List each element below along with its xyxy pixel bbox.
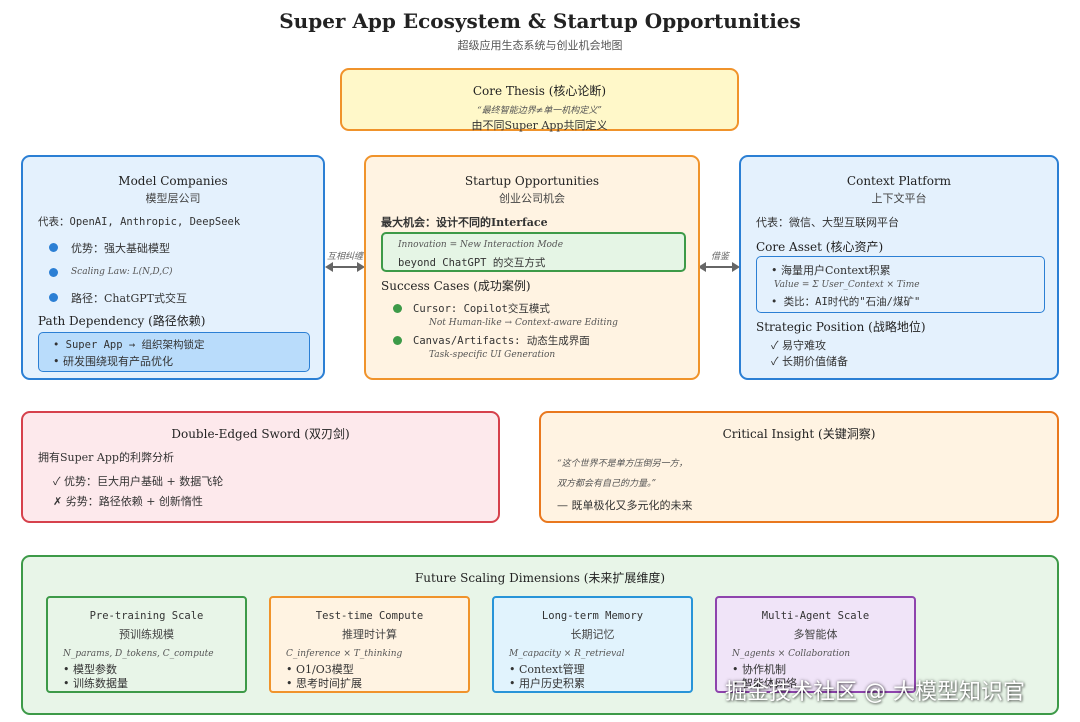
case-note: Not Human-like → Context-aware Editing bbox=[429, 318, 618, 328]
strategic-title: Strategic Position (战略地位) bbox=[756, 320, 926, 334]
future-card-item: • 智能体网络 bbox=[732, 677, 797, 690]
future-card-subtitle: 推理时计算 bbox=[342, 628, 397, 641]
future-card-title: Test-time Compute bbox=[315, 610, 424, 622]
case-name: Cursor: Copilot交互模式 bbox=[413, 303, 550, 315]
context-platform-title: Context Platform bbox=[846, 174, 952, 188]
path-item: • 研发围绕现有产品优化 bbox=[53, 355, 173, 368]
future-scaling-box: Future Scaling Dimensions (未来扩展维度) Pre-t… bbox=[21, 555, 1059, 715]
model-companies-reps: 代表：OpenAI, Anthropic, DeepSeek bbox=[38, 216, 241, 228]
context-platform-box: Context Platform 上下文平台 代表：微信、大型互联网平台 Cor… bbox=[739, 155, 1059, 380]
future-card-title: Pre-training Scale bbox=[89, 610, 204, 622]
bullet-dot-icon bbox=[49, 293, 58, 302]
future-card-multiagent: Multi-Agent Scale 多智能体 N_agents × Collab… bbox=[715, 596, 916, 693]
double-edged-title: Double-Edged Sword (双刃剑) bbox=[171, 427, 350, 441]
core-thesis-line: 由不同Super App共同定义 bbox=[471, 119, 608, 132]
model-companies-title: Model Companies bbox=[118, 174, 228, 188]
future-card-item: • 模型参数 bbox=[63, 663, 117, 676]
path-dependency-title: Path Dependency (路径依赖) bbox=[38, 314, 206, 328]
future-card-item: • Context管理 bbox=[509, 663, 585, 676]
arrow-label-right: 借鉴 bbox=[711, 252, 730, 262]
model-companies-subtitle: 模型层公司 bbox=[145, 192, 201, 205]
bidirectional-arrow-right bbox=[698, 262, 740, 272]
critical-insight-box: Critical Insight (关键洞察) “这个世界不是单方压倒另一方， … bbox=[539, 411, 1059, 523]
con-item: ✗ 劣势：路径依赖 + 创新惰性 bbox=[53, 495, 203, 508]
asset-item: • 海量用户Context积累 bbox=[771, 264, 891, 277]
model-item: 路径：ChatGPT式交互 bbox=[71, 292, 188, 305]
future-card-memory: Long-term Memory 长期记忆 M_capacity × R_ret… bbox=[492, 596, 693, 693]
future-card-item: • 训练数据量 bbox=[63, 677, 128, 690]
page-subtitle: 超级应用生态系统与创业机会地图 bbox=[457, 39, 623, 52]
future-card-subtitle: 长期记忆 bbox=[570, 628, 615, 641]
startup-opportunities-box: Startup Opportunities 创业公司机会 最大机会：设计不同的I… bbox=[364, 155, 700, 380]
context-platform-reps: 代表：微信、大型互联网平台 bbox=[756, 216, 899, 229]
future-card-item: • 思考时间扩展 bbox=[286, 677, 362, 690]
model-item: Scaling Law: L(N,D,C) bbox=[71, 267, 173, 277]
future-card-formula: N_params, D_tokens, C_compute bbox=[63, 649, 214, 659]
case-note: Task-specific UI Generation bbox=[429, 350, 556, 360]
bullet-dot-icon bbox=[49, 243, 58, 252]
innovation-formula: Innovation = New Interaction Mode bbox=[398, 240, 564, 250]
case-name: Canvas/Artifacts: 动态生成界面 bbox=[413, 335, 590, 347]
future-card-subtitle: 多智能体 bbox=[793, 628, 838, 641]
insight-conclusion: — 既单极化又多元化的未来 bbox=[557, 499, 693, 512]
insight-quote: “这个世界不是单方压倒另一方， bbox=[557, 459, 688, 469]
arrow-label-left: 互相纠缠 bbox=[327, 252, 364, 262]
future-card-formula: N_agents × Collaboration bbox=[732, 649, 851, 659]
asset-item: • 类比：AI时代的"石油/煤矿" bbox=[771, 296, 921, 308]
bullet-dot-icon bbox=[49, 268, 58, 277]
future-card-formula: C_inference × T_thinking bbox=[286, 649, 403, 659]
future-card-item: • O1/O3模型 bbox=[286, 663, 354, 676]
future-card-pretraining: Pre-training Scale 预训练规模 N_params, D_tok… bbox=[46, 596, 247, 693]
future-card-formula: M_capacity × R_retrieval bbox=[509, 649, 625, 659]
cross-icon: ✗ bbox=[53, 495, 63, 508]
future-card-testtime: Test-time Compute 推理时计算 C_inference × T_… bbox=[269, 596, 470, 693]
page-title: Super App Ecosystem & Startup Opportunit… bbox=[279, 9, 801, 33]
core-thesis-quote: “最终智能边界≠单一机构定义” bbox=[477, 106, 602, 116]
future-card-title: Multi-Agent Scale bbox=[761, 610, 870, 622]
asset-formula: Value = Σ User_Context × Time bbox=[774, 280, 920, 290]
future-card-title: Long-term Memory bbox=[541, 610, 644, 622]
startup-title: Startup Opportunities bbox=[464, 174, 600, 188]
core-thesis-title: Core Thesis (核心论断) bbox=[472, 84, 607, 98]
pro-item: ✓ 优势：巨大用户基础 + 数据飞轮 bbox=[53, 475, 224, 488]
core-asset-title: Core Asset (核心资产) bbox=[756, 240, 884, 254]
model-companies-box: Model Companies 模型层公司 代表：OpenAI, Anthrop… bbox=[21, 155, 325, 380]
future-card-item: • 协作机制 bbox=[732, 663, 786, 676]
context-platform-subtitle: 上下文平台 bbox=[871, 192, 927, 205]
strategic-item: ✓ 易守难攻 bbox=[771, 339, 827, 352]
critical-insight-title: Critical Insight (关键洞察) bbox=[722, 427, 876, 441]
check-icon: ✓ bbox=[53, 475, 61, 488]
future-card-subtitle: 预训练规模 bbox=[119, 628, 174, 641]
path-dependency-panel: • Super App → 组织架构锁定 • 研发围绕现有产品优化 bbox=[38, 332, 310, 372]
watermark: 掘金技术社区 @ 大模型知识官 bbox=[725, 680, 1025, 705]
double-edged-box: Double-Edged Sword (双刃剑) 拥有Super App的利弊分… bbox=[21, 411, 500, 523]
path-item: • Super App → 组织架构锁定 bbox=[53, 339, 205, 351]
model-item: 优势：强大基础模型 bbox=[71, 242, 170, 255]
future-card-item: • 用户历史积累 bbox=[509, 677, 585, 690]
innovation-text: beyond ChatGPT 的交互方式 bbox=[398, 257, 546, 269]
core-asset-panel: • 海量用户Context积累 Value = Σ User_Context ×… bbox=[756, 256, 1045, 313]
insight-quote: 双方都会有自己的力量。” bbox=[557, 479, 657, 489]
success-cases-title: Success Cases (成功案例) bbox=[381, 279, 531, 293]
core-thesis-box: Core Thesis (核心论断) “最终智能边界≠单一机构定义” 由不同Su… bbox=[340, 68, 739, 132]
bidirectional-arrow-left bbox=[325, 262, 365, 272]
innovation-panel: Innovation = New Interaction Mode beyond… bbox=[381, 232, 686, 272]
future-scaling-title: Future Scaling Dimensions (未来扩展维度) bbox=[414, 571, 666, 585]
bullet-dot-icon bbox=[393, 304, 402, 313]
bullet-dot-icon bbox=[393, 336, 402, 345]
startup-subtitle: 创业公司机会 bbox=[499, 192, 565, 205]
double-edged-intro: 拥有Super App的利弊分析 bbox=[38, 451, 174, 464]
max-opportunity: 最大机会：设计不同的Interface bbox=[381, 216, 548, 229]
strategic-item: ✓ 长期价值储备 bbox=[771, 355, 849, 368]
